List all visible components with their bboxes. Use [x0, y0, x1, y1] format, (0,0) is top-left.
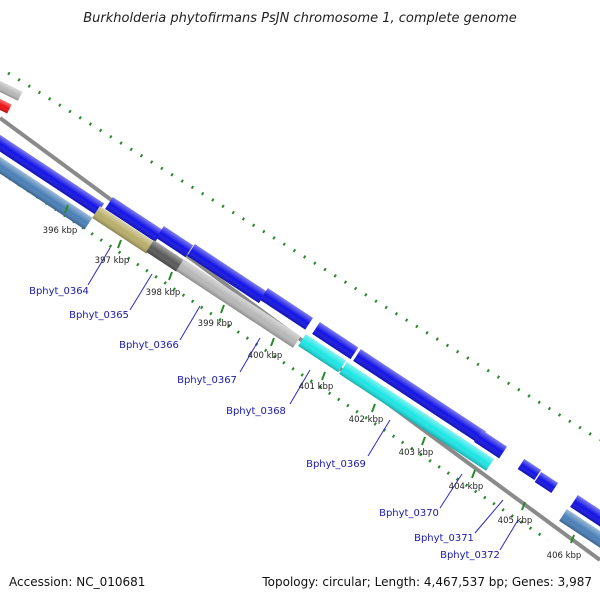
ruler-label: 400 kbp: [248, 351, 283, 361]
map-layer: [0, 71, 600, 562]
gene-label: Bphyt_0370: [379, 508, 439, 519]
forward-feature-9: [517, 458, 541, 481]
backbone-line: [0, 116, 600, 562]
forward-feature-1: [0, 134, 105, 216]
gene-labels: Bphyt_0364 Bphyt_0365 Bphyt_0366 Bphyt_0…: [29, 286, 500, 561]
ruler-label: 398 kbp: [146, 288, 181, 298]
inner-tick-ring: [0, 170, 549, 542]
forward-feature-8: [474, 430, 507, 459]
reverse-feature-cyan-2: [339, 362, 494, 471]
forward-feature-2: [105, 197, 163, 242]
partial-red-feature: [0, 97, 12, 114]
ruler-label: 402 kbp: [349, 415, 384, 425]
gene-label: Bphyt_0364: [29, 286, 89, 297]
forward-feature-7: [353, 349, 487, 444]
gene-label: Bphyt_0365: [69, 310, 129, 321]
ruler-label: 397 kbp: [95, 256, 130, 266]
accession-text: Accession: NC_010681: [9, 575, 145, 589]
ruler-label: 399 kbp: [198, 319, 233, 329]
forward-feature-6: [312, 322, 359, 360]
partial-gray-feature: [0, 79, 23, 101]
ruler-label: 396 kbp: [43, 226, 78, 236]
ruler-labels: 396 kbp 397 kbp 398 kbp 399 kbp 400 kbp …: [43, 226, 582, 561]
ruler-label: 406 kbp: [547, 551, 582, 561]
reverse-feature-lightgray: [176, 259, 301, 348]
reverse-feature-1: [0, 156, 93, 230]
forward-feature-3: [156, 226, 194, 258]
ruler-label: 403 kbp: [399, 448, 434, 458]
forward-feature-11: [570, 495, 600, 529]
reverse-feature-2: [559, 509, 600, 549]
gene-label: Bphyt_0371: [414, 533, 474, 544]
ruler-label: 401 kbp: [299, 382, 334, 392]
gene-label: Bphyt_0368: [226, 406, 286, 417]
outer-tick-ring: [7, 71, 600, 442]
map-title: Burkholderia phytofirmans PsJN chromosom…: [83, 11, 517, 26]
ruler-label: 405 kbp: [498, 516, 533, 526]
reverse-feature-darkgray: [146, 240, 184, 272]
gene-label: Bphyt_0372: [440, 550, 500, 561]
gene-leader-lines: [87, 247, 519, 551]
forward-feature-5: [260, 288, 313, 330]
gene-label: Bphyt_0366: [119, 340, 179, 351]
kbp-ticks: [64, 204, 575, 544]
reverse-feature-khaki: [92, 206, 155, 254]
ruler-label: 404 kbp: [449, 482, 484, 492]
topology-text: Topology: circular; Length: 4,467,537 bp…: [261, 575, 592, 589]
gene-label: Bphyt_0369: [306, 459, 366, 470]
gene-label: Bphyt_0367: [177, 375, 237, 386]
forward-feature-10: [534, 471, 558, 494]
reverse-feature-cyan-1: [298, 334, 346, 373]
forward-feature-4: [187, 244, 267, 304]
